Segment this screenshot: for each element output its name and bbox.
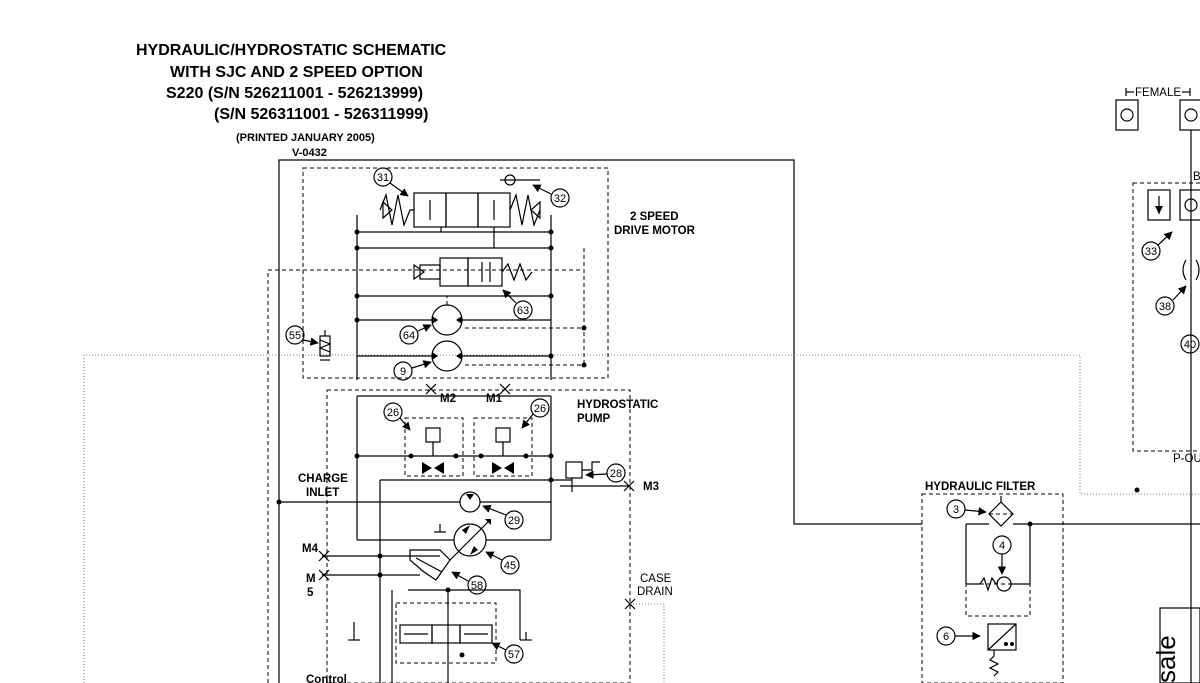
doc-code: V-0432 (292, 147, 327, 159)
svg-text:3: 3 (953, 504, 959, 516)
callout-63: 63 (502, 289, 533, 320)
m1-label: M1 (486, 393, 503, 405)
fitting-55 (302, 330, 332, 361)
case-drain-label-1: CASE (640, 573, 672, 585)
svg-text:28: 28 (610, 468, 622, 480)
watermark-text: sale (1151, 635, 1181, 683)
title-line-4: (S/N 526311001 - 526311999) (214, 106, 428, 123)
drive-motor-label-1: 2 SPEED (630, 211, 679, 223)
hydrostatic-pump-box (326, 389, 631, 683)
control-valve-c (459, 624, 493, 644)
callout-40: 40 (1180, 334, 1200, 354)
callout-32: 32 (532, 184, 570, 208)
relief-valve-right (473, 417, 533, 477)
title-line-2: WITH SJC AND 2 SPEED OPTION (170, 64, 423, 81)
charge-inlet-label-2: INLET (306, 487, 339, 499)
title-line-3: S220 (S/N 526211001 - 526213999) (166, 85, 423, 102)
svg-text:40: 40 (1184, 339, 1196, 351)
case-drain-label-2: DRAIN (637, 586, 673, 598)
svg-text:38: 38 (1159, 301, 1171, 313)
svg-text:57: 57 (508, 649, 520, 661)
callout-6: 6 (936, 626, 981, 646)
callout-38: 38 (1155, 285, 1187, 316)
control-valve-b (431, 624, 461, 644)
callout-45: 45 (485, 551, 520, 575)
callout-64: 64 (399, 324, 432, 345)
outer-lines (83, 159, 1200, 683)
svg-text:31: 31 (377, 172, 389, 184)
svg-text:64: 64 (403, 330, 415, 342)
callout-31: 31 (373, 167, 409, 197)
filter-switch (987, 623, 1017, 651)
m4-label: M4 (302, 543, 319, 555)
callout-9: 9 (393, 360, 432, 381)
hydraulic-filter-group: HYDRAULIC FILTER (921, 481, 1200, 683)
right-side-partial: FEMALE P-OU B sale (1115, 87, 1200, 683)
m5-label-b: 5 (307, 587, 314, 599)
pump-label-2: PUMP (577, 413, 611, 425)
callout-55: 55 (285, 325, 305, 345)
callout-29: 29 (482, 504, 524, 530)
callout-58: 58 (451, 571, 487, 595)
callout-33: 33 (1141, 231, 1173, 261)
drive-motor-label-2: DRIVE MOTOR (614, 225, 696, 237)
speed-selector-b (467, 257, 503, 287)
title-block: HYDRAULIC/HYDROSTATIC SCHEMATIC WITH SJC… (136, 42, 447, 159)
filter-element (988, 501, 1014, 527)
title-line-1: HYDRAULIC/HYDROSTATIC SCHEMATIC (136, 42, 447, 59)
callout-3: 3 (946, 499, 987, 519)
hydrostatic-pump-group: HYDROSTATIC PUMP M2 M1 (276, 383, 673, 683)
relief-valve-left (404, 417, 464, 477)
svg-text:33: 33 (1145, 246, 1157, 258)
callout-28: 28 (585, 463, 626, 483)
svg-text:58: 58 (471, 580, 483, 592)
svg-text:29: 29 (508, 515, 520, 527)
svg-text:9: 9 (400, 366, 406, 378)
callout-26-right: 26 (521, 398, 550, 429)
svg-text:26: 26 (387, 407, 399, 419)
callouts: 31 32 63 64 9 55 26 (285, 167, 1200, 664)
drive-motor-box (302, 167, 609, 379)
hydraulic-filter-label: HYDRAULIC FILTER (925, 481, 1036, 493)
shuttle-spool-b (445, 192, 479, 228)
m3-label: M3 (643, 481, 659, 493)
drive-motor-group: 2 SPEED DRIVE MOTOR (302, 167, 696, 380)
control-label: Control (306, 674, 347, 683)
m5-label-a: M (306, 573, 316, 585)
speed-selector-a (439, 257, 469, 287)
right-valve-box (1132, 182, 1200, 452)
callout-4: 4 (992, 535, 1012, 575)
callout-57: 57 (491, 642, 524, 664)
svg-text:4: 4 (999, 540, 1005, 552)
svg-text:26: 26 (534, 403, 546, 415)
p-out-label: P-OU (1173, 453, 1200, 465)
m2-label: M2 (440, 393, 456, 405)
charge-inlet-label-1: CHARGE (298, 473, 348, 485)
callout-26-left: 26 (383, 402, 411, 431)
svg-text:32: 32 (554, 193, 566, 205)
pump-label-1: HYDROSTATIC (577, 399, 658, 411)
female-coupler-left (1115, 99, 1139, 131)
svg-text:45: 45 (504, 560, 516, 572)
b-port-label: B (1193, 171, 1200, 183)
svg-text:55: 55 (289, 330, 301, 342)
female-label: FEMALE (1135, 87, 1181, 99)
svg-text:6: 6 (943, 631, 949, 643)
hydraulic-filter-box (921, 493, 1064, 683)
printed-date: (PRINTED JANUARY 2005) (236, 132, 375, 144)
svg-text:63: 63 (517, 305, 529, 317)
